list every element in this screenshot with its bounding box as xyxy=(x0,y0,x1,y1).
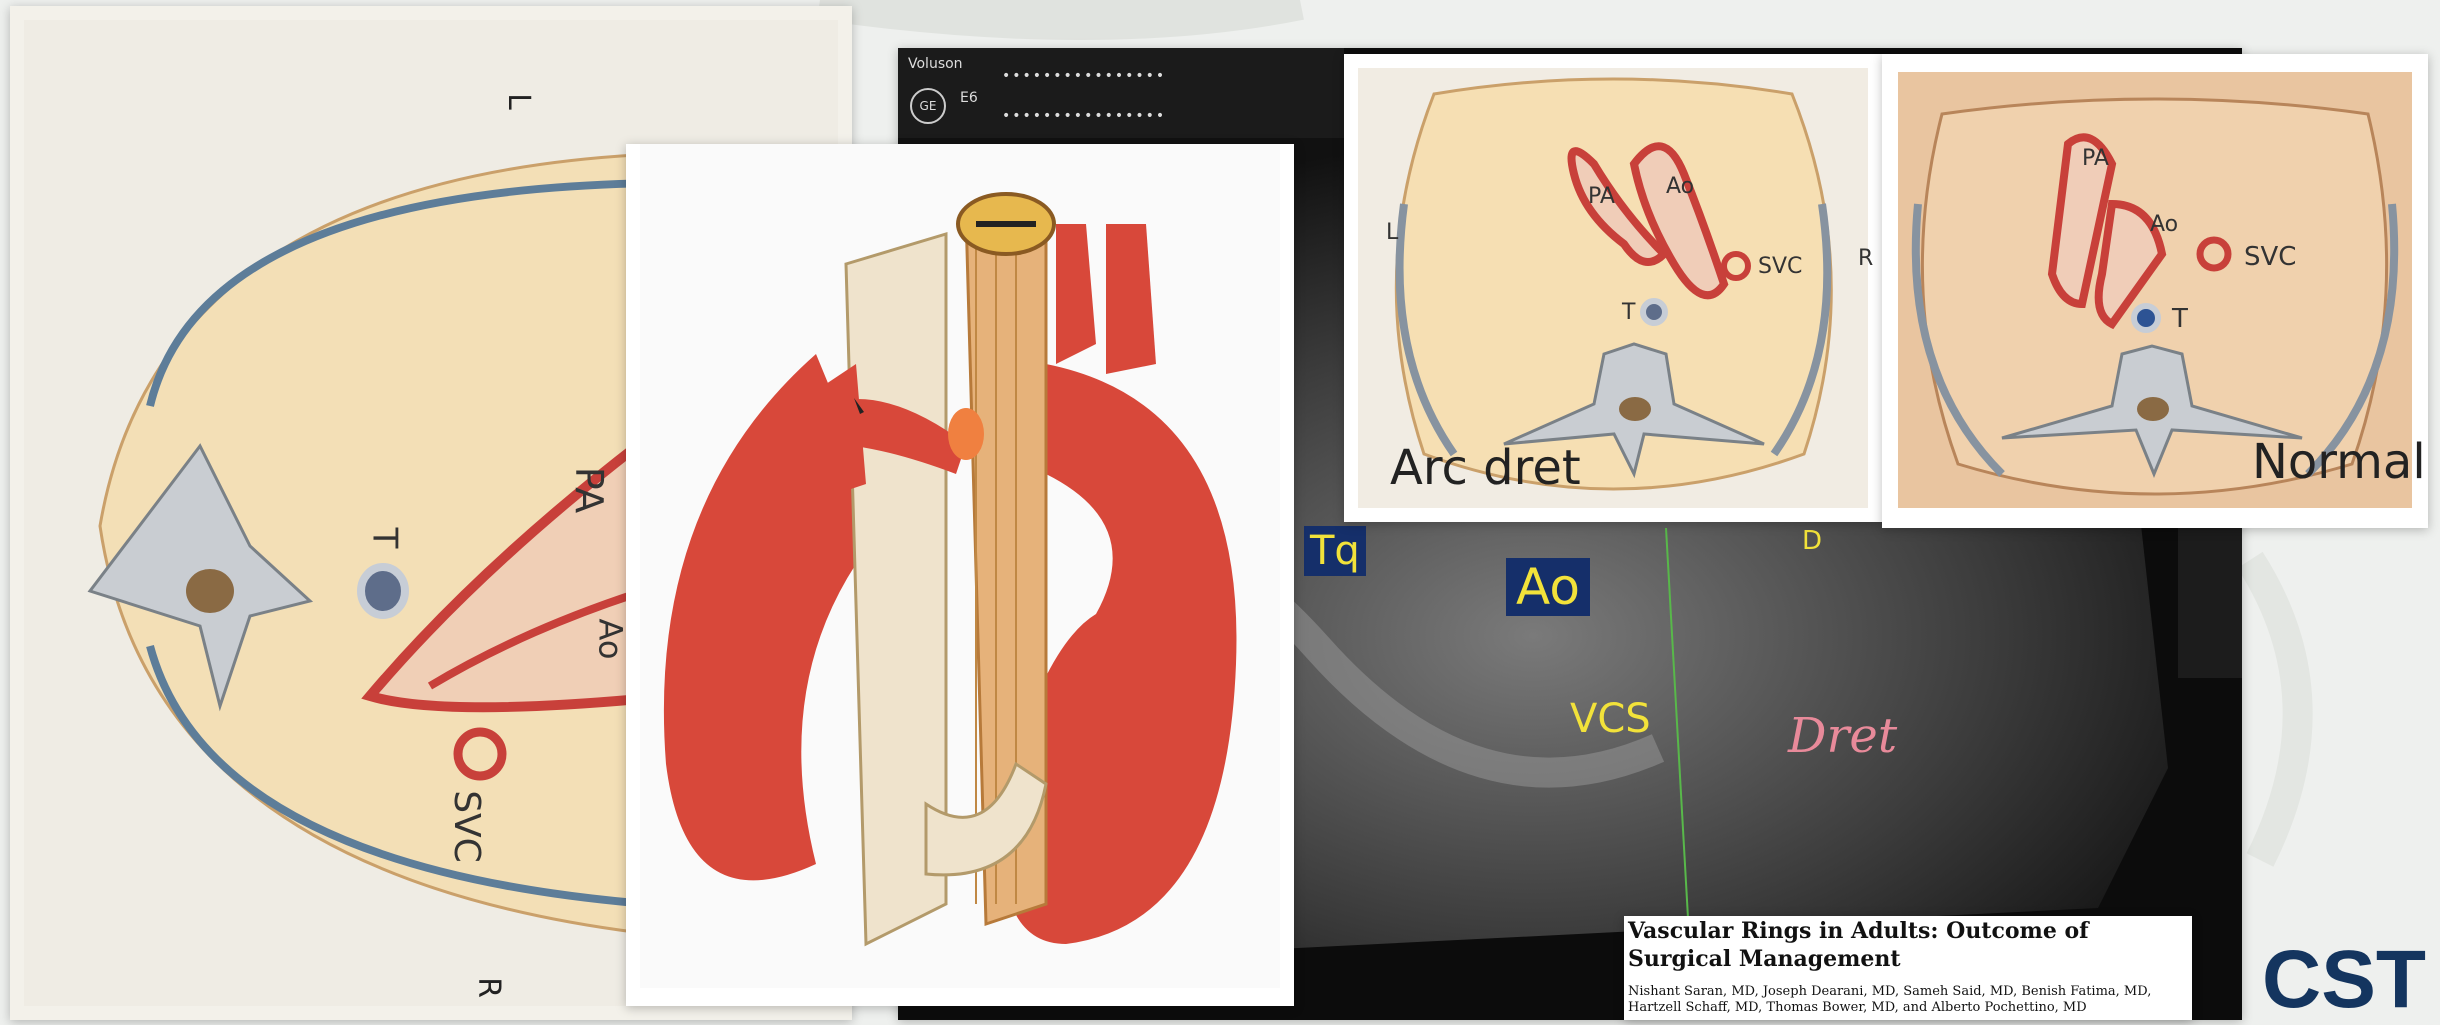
arc-pa-label: PA xyxy=(1588,184,1615,209)
vcs-label: VCS xyxy=(1570,696,1651,742)
right-arch-diagram: PA Ao SVC T L R Arc dret xyxy=(1344,54,1882,522)
tq-tag: Tq xyxy=(1304,526,1366,576)
arc-ao-label: Ao xyxy=(1666,174,1694,199)
cst-logo-text: CST xyxy=(2262,934,2426,1025)
arc-t-label: T xyxy=(1622,300,1635,325)
paper-authors-line-2: Hartzell Schaff, MD, Thomas Bower, MD, a… xyxy=(1628,1000,2087,1015)
d-tag: D xyxy=(1802,526,1822,556)
orientation-l-label: L xyxy=(501,93,536,110)
orientation-r-label: R xyxy=(471,977,506,998)
normal-ao-label: Ao xyxy=(2150,212,2178,237)
svc-label: SVC xyxy=(446,790,487,863)
device-brand: Voluson xyxy=(908,56,963,72)
ao-label: Ao xyxy=(591,619,629,660)
device-model: E6 xyxy=(960,90,978,106)
paper-citation: Vascular Rings in Adults: Outcome of Sur… xyxy=(1624,916,2192,1020)
normal-t-label: T xyxy=(2172,304,2188,334)
paper-title-line-2: Surgical Management xyxy=(1628,946,1901,972)
paper-authors-line-1: Nishant Saran, MD, Joseph Dearani, MD, S… xyxy=(1628,984,2151,999)
normal-svc-label: SVC xyxy=(2244,242,2296,272)
masked-field-2: •••••••••••••••• xyxy=(1002,108,1166,124)
normal-arch-diagram: PA Ao SVC T Normal xyxy=(1882,54,2428,528)
cst-logo: CST xyxy=(2262,940,2440,1020)
ge-logo-icon: GE xyxy=(910,88,946,124)
paper-title-line-1: Vascular Rings in Adults: Outcome of xyxy=(1628,918,2089,944)
ao-tag: Ao xyxy=(1506,558,1590,616)
arc-dret-caption: Arc dret xyxy=(1390,440,1581,496)
normal-pa-label: PA xyxy=(2082,146,2109,171)
masked-field-1: •••••••••••••••• xyxy=(1002,68,1166,84)
pa-label: PA xyxy=(567,467,611,513)
arc-side-l-label: L xyxy=(1386,220,1398,245)
arc-side-r-label: R xyxy=(1858,246,1873,271)
trachea-label: T xyxy=(364,528,404,549)
ultrasound-header: Voluson GE E6 •••••••••••••••• •••••••••… xyxy=(898,48,1344,138)
aorta-trachea-illustration xyxy=(626,144,1294,1006)
dret-label: Dret xyxy=(1788,708,1897,764)
normal-caption: Normal xyxy=(2252,434,2426,490)
vascular-ring-drawing xyxy=(626,144,1294,1006)
arc-svc-label: SVC xyxy=(1758,254,1802,279)
